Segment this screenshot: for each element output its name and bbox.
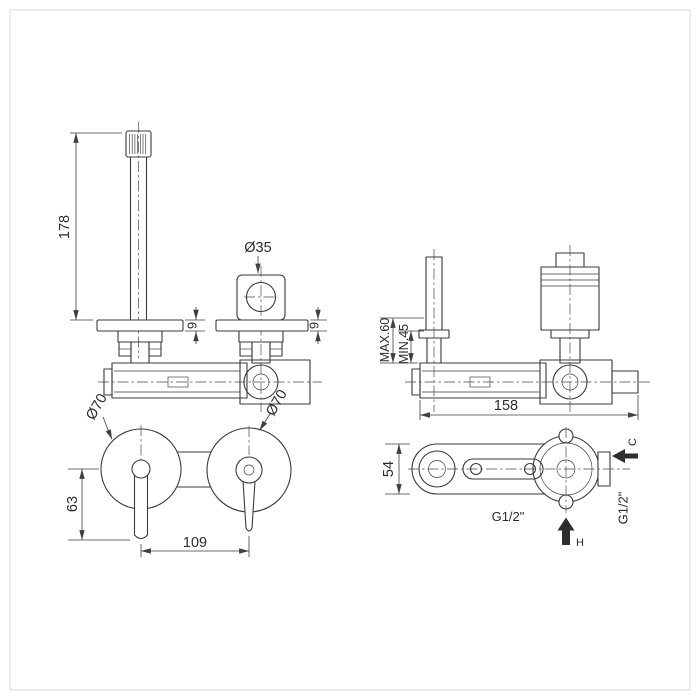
dim-center-distance-label: 109 [183,535,207,551]
cold-inlet-annotation: C G1/2" [612,438,639,524]
dim-plate-thickness-left: 9 [185,307,205,344]
dim-spout-drop-label: 63 [65,496,81,512]
dim-center-distance: 109 [140,535,250,557]
dim-rosette-left-label: Ø70 [83,391,111,423]
spout-wall-plate [96,319,184,332]
hot-inlet-arrow-icon [557,517,575,545]
cold-inlet-label: C [627,438,639,446]
aerator-knurling [129,134,147,154]
rough-in-rear-view [408,427,630,513]
dim-wall-depth-max-label: MAX.60 [378,318,392,363]
side-outlet-port [611,370,639,394]
dim-body-length-label: 158 [494,398,518,414]
spout-tip [133,534,149,540]
lever-handle [242,480,256,532]
trim-front-view [100,425,292,540]
dim-plate-thickness-right: 9 [307,307,327,344]
dim-plate-thickness-right-label: 9 [307,322,322,329]
dim-rosette-right-label: Ø70 [263,387,291,419]
dim-knob-diameter-label: Ø35 [244,240,271,256]
dim-wall-depth: MAX.60 MIN.45 [378,317,424,364]
dim-spout-height-label: 178 [57,215,73,239]
dim-body-length: 158 [419,395,639,420]
dim-rosette-diameters: Ø70 Ø70 [83,387,291,440]
rough-in-side-view [405,245,650,412]
hot-inlet-annotation: G1/2" H [492,509,584,549]
spout-hub [131,459,151,479]
side-body-arm [419,362,547,399]
dim-spout-height: 178 [57,132,122,321]
spout-front-view [96,122,184,364]
cold-thread-label: G1/2" [616,491,631,524]
dim-spout-drop: 63 [65,468,130,541]
dim-wall-depth-min-label: MIN.45 [397,324,411,364]
body-arm [111,362,248,399]
dim-knob-diameter: Ø35 [244,240,272,274]
lever-hub [235,456,263,484]
cold-inlet-arrow-icon [612,449,638,463]
hot-thread-label: G1/2" [492,509,525,524]
hot-inlet-label: H [576,537,584,549]
page-border [9,9,691,691]
concealed-body-front [98,359,322,405]
dim-plate-thickness-left-label: 9 [185,322,200,329]
dim-body-height-label: 54 [381,461,397,477]
dim-body-height: 54 [381,443,410,495]
handle-front-view [215,266,309,412]
handle-wall-plate [215,319,309,332]
